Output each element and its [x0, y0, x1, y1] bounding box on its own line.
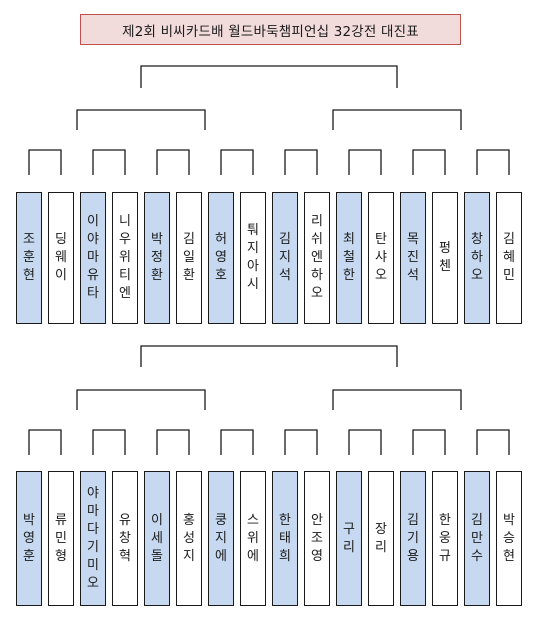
player-box: 한웅규	[432, 471, 458, 606]
player-box: 이야마유타	[80, 192, 106, 324]
bracket-connector	[476, 149, 510, 175]
player-box: 창하오	[464, 192, 490, 324]
player-name: 최철한	[343, 232, 355, 283]
bracket-connector	[412, 149, 446, 175]
player-name: 딩웨이	[55, 232, 67, 283]
bracket-connector	[76, 109, 206, 130]
player-box: 딩웨이	[48, 192, 74, 324]
bracket-connector	[332, 109, 462, 130]
player-name: 이세돌	[151, 512, 163, 564]
player-box: 이세돌	[144, 471, 170, 606]
player-box: 최철한	[336, 192, 362, 324]
bracket-connector	[140, 65, 398, 88]
player-box: 펑첸	[432, 192, 458, 324]
player-name: 스위에	[247, 512, 259, 564]
bracket-connector	[348, 429, 382, 455]
player-name: 유창혁	[119, 512, 131, 564]
player-name: 쿵지에	[215, 512, 227, 564]
bracket-connector	[220, 149, 254, 175]
player-name: 목진석	[407, 232, 419, 283]
player-box: 탄샤오	[368, 192, 394, 324]
player-box: 조훈현	[16, 192, 42, 324]
player-name: 홍성지	[183, 512, 195, 564]
player-name: 창하오	[471, 232, 483, 283]
player-box: 쿵지에	[208, 471, 234, 606]
bracket-connector	[76, 389, 206, 410]
bracket-connector	[332, 389, 462, 410]
player-name: 펑첸	[439, 241, 451, 274]
bracket-connector	[348, 149, 382, 175]
bracket-connector	[156, 149, 190, 175]
player-name: 김지석	[279, 232, 291, 283]
player-name: 김기용	[407, 512, 419, 564]
player-box: 퉈지아시	[240, 192, 266, 324]
player-name: 한웅규	[439, 512, 451, 564]
bracket-connector	[28, 429, 62, 455]
player-box: 구리	[336, 471, 362, 606]
player-box: 장리	[368, 471, 394, 606]
player-box: 유창혁	[112, 471, 138, 606]
player-name: 구리	[343, 521, 355, 555]
player-box: 박승현	[496, 471, 522, 606]
bracket-connector	[476, 429, 510, 455]
bracket-connector	[28, 149, 62, 175]
bracket-connector	[140, 345, 398, 367]
player-box: 한태희	[272, 471, 298, 606]
player-box: 목진석	[400, 192, 426, 324]
bracket-connector	[220, 429, 254, 455]
bracket-connector	[284, 149, 318, 175]
player-box: 홍성지	[176, 471, 202, 606]
player-box: 김만수	[464, 471, 490, 606]
player-name: 허영호	[215, 232, 227, 283]
bracket-connector	[412, 429, 446, 455]
player-box: 김혜민	[496, 192, 522, 324]
player-name: 김만수	[471, 512, 483, 564]
player-box: 류민형	[48, 471, 74, 606]
player-name: 김일환	[183, 232, 195, 283]
player-box: 김일환	[176, 192, 202, 324]
bracket-connector	[92, 429, 126, 455]
player-name: 김혜민	[503, 232, 515, 283]
player-name: 탄샤오	[375, 232, 387, 283]
player-box: 박정환	[144, 192, 170, 324]
player-name: 박정환	[151, 232, 163, 283]
player-name: 장리	[375, 521, 387, 555]
player-name: 안조영	[311, 512, 323, 564]
player-name: 류민형	[55, 512, 67, 564]
bracket-connector	[284, 429, 318, 455]
player-name: 박승현	[503, 512, 515, 564]
bracket-connector	[156, 429, 190, 455]
bracket-connector	[92, 149, 126, 175]
player-box: 김지석	[272, 192, 298, 324]
player-box: 야마다기미오	[80, 471, 106, 606]
player-box: 리쉬엔하오	[304, 192, 330, 324]
player-name: 이야마유타	[87, 214, 99, 301]
player-name: 박영훈	[23, 512, 35, 564]
player-name: 야마다기미오	[87, 485, 99, 591]
player-name: 리쉬엔하오	[311, 214, 323, 301]
player-box: 안조영	[304, 471, 330, 606]
player-box: 박영훈	[16, 471, 42, 606]
player-name: 니우위티엔	[119, 214, 131, 301]
player-name: 한태희	[279, 512, 291, 564]
bracket-title: 제2회 비씨카드배 월드바둑챔피언십 32강전 대진표	[80, 14, 461, 45]
player-box: 허영호	[208, 192, 234, 324]
player-name: 퉈지아시	[247, 223, 259, 292]
player-name: 조훈현	[23, 232, 35, 283]
player-box: 니우위티엔	[112, 192, 138, 324]
player-box: 스위에	[240, 471, 266, 606]
player-box: 김기용	[400, 471, 426, 606]
